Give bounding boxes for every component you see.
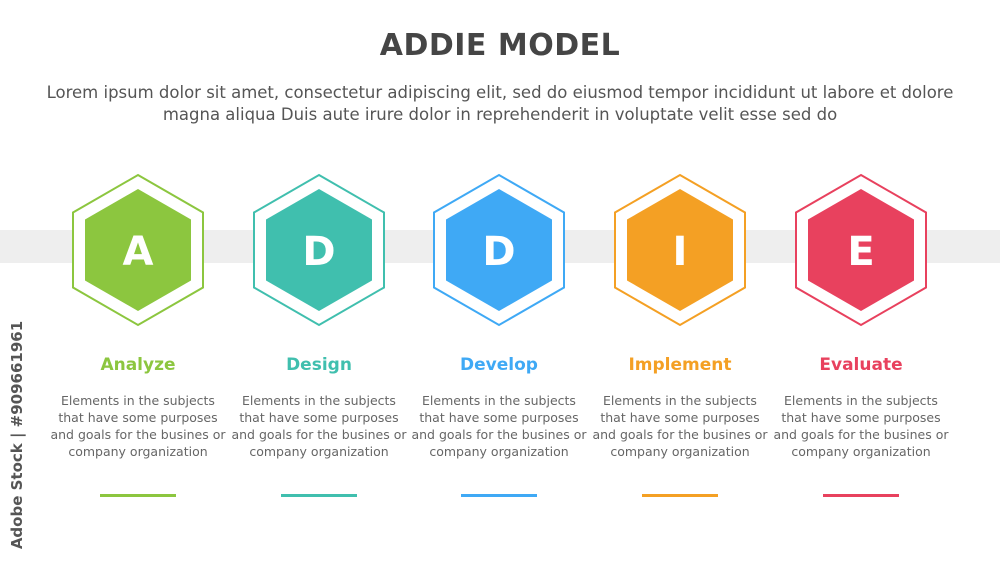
step-letter: E xyxy=(847,229,874,275)
step-title: Evaluate xyxy=(819,355,903,375)
step-title: Implement xyxy=(628,355,732,375)
step-title: Design xyxy=(286,355,352,375)
step-underline xyxy=(100,494,176,497)
hexagon-fill xyxy=(627,189,733,311)
hexagon-fill xyxy=(85,189,191,311)
step-title: Analyze xyxy=(100,355,176,375)
step-description: Elements in the subjects that have some … xyxy=(411,393,587,459)
step-underline xyxy=(281,494,357,497)
step-letter: D xyxy=(482,229,515,275)
step-underline xyxy=(642,494,718,497)
hexagon-fill xyxy=(446,189,552,311)
step-underline xyxy=(461,494,537,497)
hexagon-badge: D xyxy=(429,172,569,327)
step-description: Elements in the subjects that have some … xyxy=(773,393,949,459)
step-description: Elements in the subjects that have some … xyxy=(592,393,768,459)
step-letter: D xyxy=(302,229,335,275)
step-letter: I xyxy=(673,229,688,275)
watermark: Adobe Stock | #909661961 xyxy=(6,320,28,550)
step-description: Elements in the subjects that have some … xyxy=(231,393,407,459)
step-letter: A xyxy=(123,229,154,275)
hexagon-fill xyxy=(808,189,914,311)
step-description: Elements in the subjects that have some … xyxy=(50,393,226,459)
page-title: ADDIE MODEL xyxy=(379,28,621,63)
hexagon-badge: I xyxy=(610,172,750,327)
step-title: Develop xyxy=(460,355,538,375)
hexagon-badge: D xyxy=(249,172,389,327)
hexagon-fill xyxy=(266,189,372,311)
page-subtitle: Lorem ipsum dolor sit amet, consectetur … xyxy=(46,83,954,124)
step-underline xyxy=(823,494,899,497)
hexagon-badge: A xyxy=(68,172,208,327)
watermark-text: Adobe Stock | #909661961 xyxy=(8,320,26,550)
hexagon-badge: E xyxy=(791,172,931,327)
